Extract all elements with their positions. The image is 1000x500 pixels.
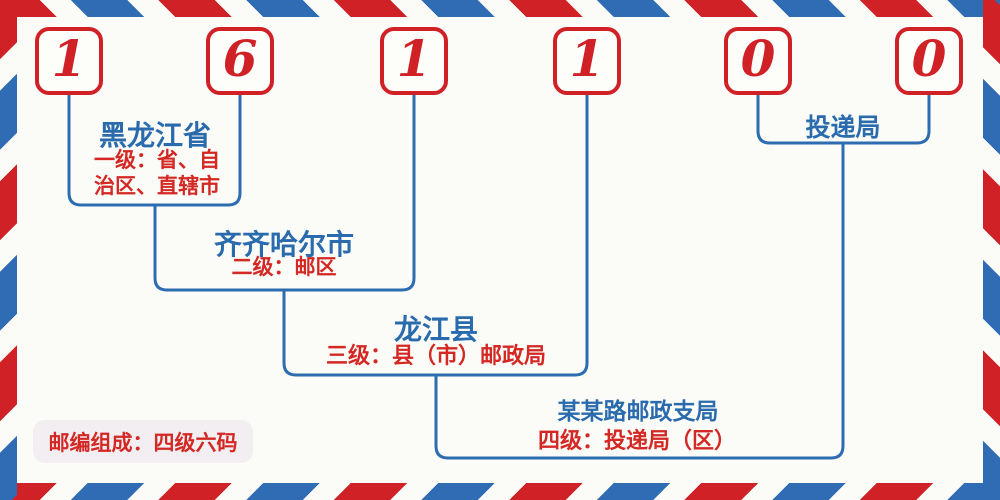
label-branch-office-subtitle: 四级：投递局（区）: [537, 428, 737, 453]
digit-6: 0: [911, 29, 947, 88]
label-province-subtitle-line2: 治区、直辖市: [94, 175, 220, 198]
label-province-title: 黑龙江省: [98, 120, 212, 151]
digit-box-6: 0: [895, 27, 963, 95]
postal-code-composition-label: 邮编组成：四级六码: [48, 431, 238, 455]
digit-box-4: 1: [553, 27, 621, 95]
postal-code-composition-badge: 邮编组成：四级六码: [33, 420, 253, 463]
digit-4: 1: [569, 29, 605, 88]
airmail-border-left: [0, 0, 17, 500]
digit-5: 0: [740, 29, 776, 88]
label-province-subtitle: 一级：省、自 治区、直辖市: [94, 148, 220, 200]
label-postal-district-subtitle: 二级：邮区: [231, 256, 337, 279]
digit-box-1: 1: [35, 27, 103, 95]
digit-1: 1: [51, 29, 87, 88]
label-branch-office-title: 某某路邮政支局: [557, 398, 719, 424]
label-delivery-office-title: 投递局: [805, 114, 881, 142]
airmail-border-bottom: [0, 483, 1000, 500]
label-county-title: 龙江县: [393, 314, 479, 345]
label-province-subtitle-line1: 一级：省、自: [94, 149, 220, 172]
digit-2: 6: [222, 29, 258, 88]
airmail-border-top: [0, 0, 1000, 17]
digit-box-5: 0: [724, 27, 792, 95]
digit-3: 1: [396, 29, 432, 88]
label-county-subtitle: 三级：县（市）邮政局: [325, 343, 547, 368]
digit-box-3: 1: [380, 27, 448, 95]
label-postal-district-title: 齐齐哈尔市: [213, 229, 355, 260]
digit-box-2: 6: [206, 27, 274, 95]
airmail-border-right: [983, 0, 1000, 500]
